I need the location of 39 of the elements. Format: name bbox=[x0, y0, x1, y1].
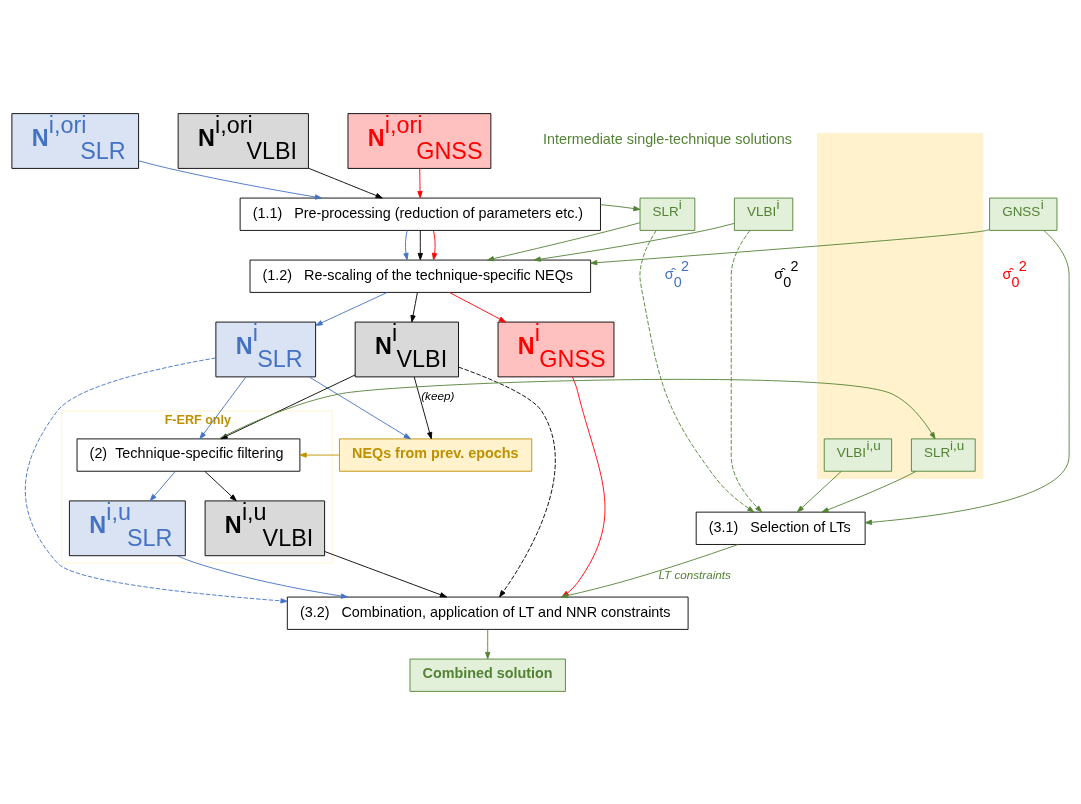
arrow bbox=[299, 451, 340, 458]
arrow bbox=[309, 376, 411, 439]
arrow bbox=[432, 229, 438, 260]
node-box: (3.2) Combination, application of LT and NNR constraints bbox=[286, 596, 689, 630]
node-box: (1.1) Pre-processing (reduction of parameters etc.) bbox=[239, 197, 601, 231]
arrow bbox=[204, 470, 237, 501]
arrow bbox=[458, 366, 556, 597]
arrow bbox=[149, 470, 176, 501]
arrow bbox=[308, 167, 383, 198]
arrow bbox=[403, 229, 409, 260]
node-box: (1.2) Re-scaling of the technique-specific NEQs bbox=[249, 259, 592, 293]
arrow bbox=[176, 554, 348, 599]
arrow bbox=[639, 229, 755, 512]
arrow bbox=[485, 628, 491, 659]
arrow bbox=[590, 228, 990, 265]
arrow bbox=[138, 159, 322, 200]
arrow bbox=[533, 222, 735, 262]
arrow bbox=[448, 291, 506, 322]
arrow bbox=[417, 229, 423, 260]
arrow bbox=[24, 357, 288, 603]
arrow bbox=[315, 291, 388, 326]
arrow bbox=[796, 470, 842, 512]
arrow bbox=[821, 470, 917, 513]
cluster bbox=[817, 132, 984, 479]
node-box: (2) Technique-specific filtering bbox=[76, 437, 301, 472]
arrow bbox=[864, 229, 1070, 525]
arrow bbox=[410, 291, 418, 322]
arrow bbox=[413, 376, 433, 439]
arrow bbox=[417, 167, 423, 198]
arrow bbox=[600, 203, 641, 211]
arrow bbox=[730, 229, 763, 512]
arrow bbox=[324, 550, 448, 597]
node-box: Combined solution bbox=[409, 658, 566, 692]
node-box: (3.1) Selection of LTs bbox=[695, 511, 866, 545]
arrow bbox=[487, 221, 641, 261]
node-box: NEQs from prev. epochs bbox=[339, 437, 533, 472]
edge-label: LT constraints bbox=[658, 567, 731, 581]
label: Intermediate single-technique solutions bbox=[542, 130, 793, 147]
edge-label: (keep) bbox=[421, 388, 455, 402]
